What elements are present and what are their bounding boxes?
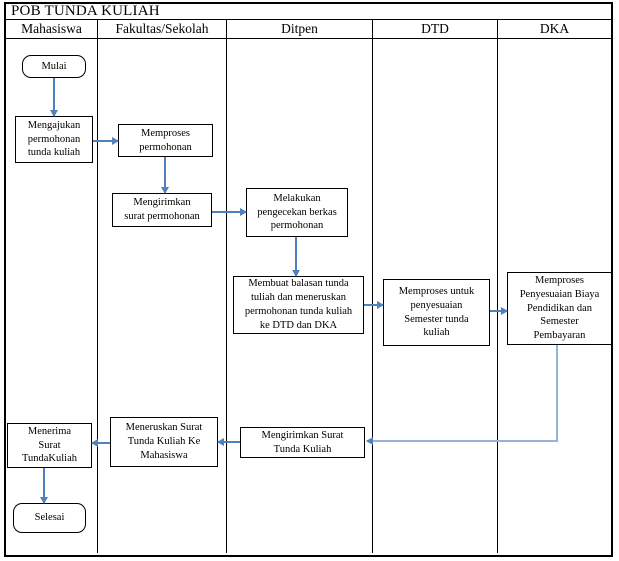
node-pengecekan-berkas: Melakukan pengecekan berkas permohonan [246, 188, 348, 237]
lane-header-fakultas: Fakultas/Sekolah [115, 21, 209, 36]
lane-header-dka: DKA [539, 21, 570, 36]
node-membuat-balasan: Membuat balasan tunda tuliah dan menerus… [233, 276, 364, 334]
edge-dtd-to-dka [490, 306, 508, 315]
edge-menerima-to-selesai [39, 468, 48, 504]
node-mengajukan-permohonan: Mengajukan permohonan tunda kuliah [15, 116, 93, 163]
lane-header-dtd: DTD [421, 21, 449, 36]
node-memproses-permohonan: Memproses permohonan [118, 124, 213, 157]
edge-meneruskan-to-menerima [91, 438, 110, 447]
node-mulai: Mulai [22, 55, 86, 78]
lane-divider [97, 19, 98, 553]
edge-dka-elbow-vertical [556, 345, 558, 441]
node-menerima-surat: Menerima Surat TundaKuliah [7, 423, 92, 468]
node-meneruskan-surat: Meneruskan Surat Tunda Kuliah Ke Mahasis… [110, 417, 218, 467]
lane-header-mahasiswa: Mahasiswa [21, 21, 82, 36]
lane-header-ditpen: Ditpen [281, 21, 318, 36]
edge-balasan-to-dtd [364, 300, 384, 309]
node-mengirimkan-surat-tunda: Mengirimkan Surat Tunda Kuliah [240, 427, 365, 458]
edge-mulai-to-mengajukan [49, 78, 58, 117]
lane-divider [497, 19, 498, 553]
lane-divider [226, 19, 227, 553]
edge-pengecekan-to-balasan [291, 237, 300, 277]
edge-mengirimkan-to-pengecekan [212, 207, 247, 216]
header-separator-line [6, 38, 611, 39]
node-dka-penyesuaian-biaya: Memproses Penyesuaian Biaya Pendidikan d… [507, 272, 612, 345]
node-mengirimkan-surat-permohonan: Mengirimkan surat permohonan [112, 193, 212, 227]
edge-mengirimkan-tunda-to-meneruskan [217, 437, 240, 446]
node-dtd-penyesuaian-semester: Memproses untuk penyesuaian Semester tun… [383, 279, 490, 346]
edge-memproses-to-mengirimkan [160, 157, 169, 194]
title-separator-line [6, 19, 611, 20]
table-outer-border [4, 2, 613, 557]
node-selesai: Selesai [13, 503, 86, 533]
page-title: POB TUNDA KULIAH [11, 3, 160, 19]
lane-divider [372, 19, 373, 553]
edge-dka-elbow-horizontal [366, 436, 558, 445]
edge-mengajukan-to-memproses [93, 136, 119, 145]
